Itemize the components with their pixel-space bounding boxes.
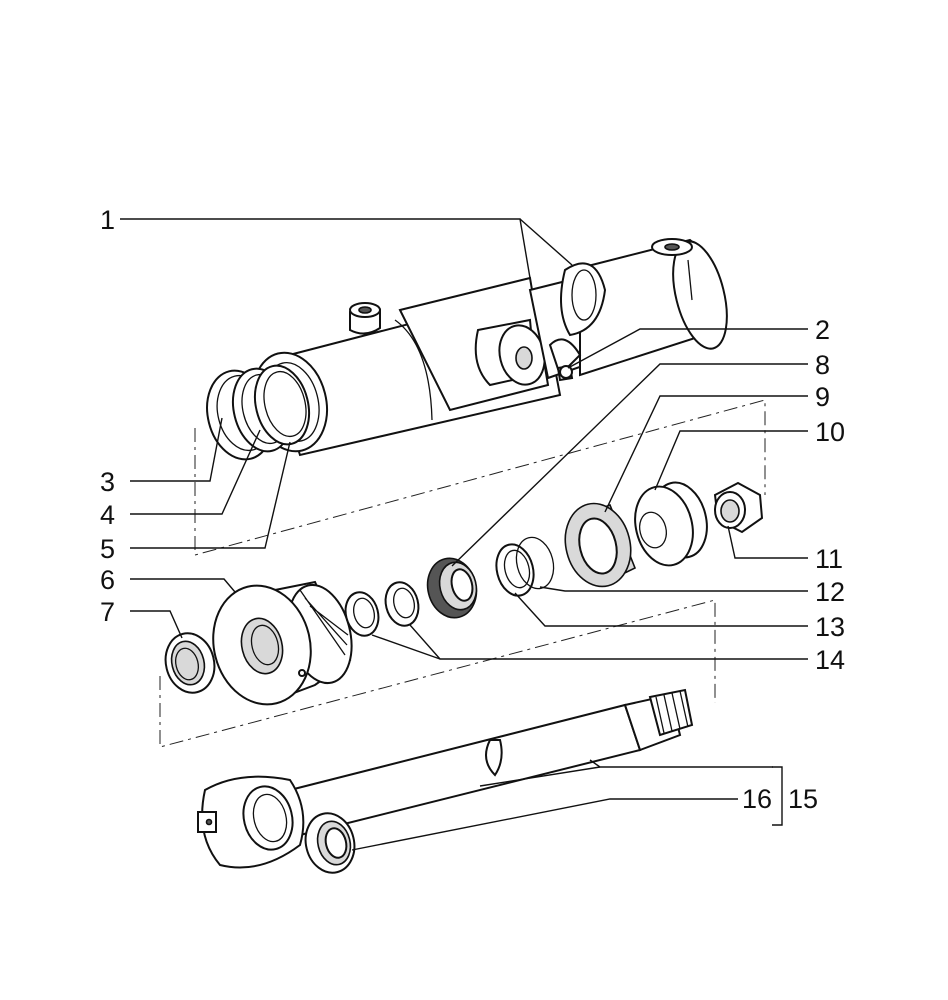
- wiper-seal: [164, 632, 216, 694]
- lock-nut: [713, 481, 764, 534]
- callout-1: 1: [100, 205, 115, 235]
- grease-nipple: [556, 364, 574, 382]
- retaining-rings: [495, 536, 555, 597]
- callout-labels: 1 2 3 4 5 6 7 8 9 10 11 12 13 14 16 15: [100, 205, 845, 814]
- callout-3: 3: [100, 467, 115, 497]
- callout-12: 12: [815, 577, 845, 607]
- callout-9: 9: [815, 382, 830, 412]
- callout-15: 15: [788, 784, 818, 814]
- callout-11: 11: [815, 544, 843, 574]
- callout-14: 14: [815, 645, 845, 675]
- callout-2: 2: [815, 315, 830, 345]
- callout-4: 4: [100, 500, 115, 530]
- callout-7: 7: [100, 597, 115, 627]
- assembly-axis-upper: [194, 399, 766, 556]
- guide-rings: [344, 581, 420, 637]
- callout-8: 8: [815, 350, 830, 380]
- assembly-axis-lower: [159, 599, 716, 748]
- callout-10: 10: [815, 417, 845, 447]
- callout-13: 13: [815, 612, 845, 642]
- piston-seal: [426, 557, 478, 619]
- barrel-rings: [206, 364, 311, 461]
- callout-5: 5: [100, 534, 115, 564]
- cylinder-barrel: [252, 238, 728, 457]
- callout-16: 16: [742, 784, 772, 814]
- piston-ring: [634, 481, 708, 567]
- leader-lines: [120, 218, 808, 851]
- callout-6: 6: [100, 565, 115, 595]
- piston: [564, 502, 637, 588]
- piston-rod: [197, 688, 694, 874]
- cylinder-head: [212, 580, 353, 706]
